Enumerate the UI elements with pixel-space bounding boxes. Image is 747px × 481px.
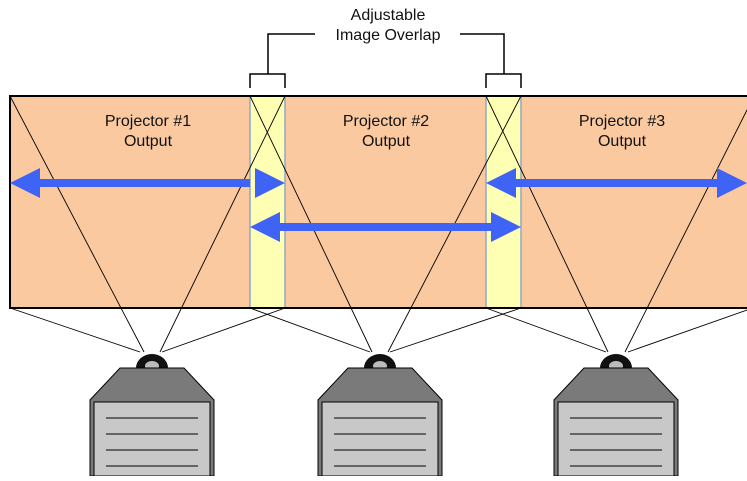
projector-3 [553,354,679,477]
projector-3-label: Projector #3 Output [552,112,692,152]
overlap-label-line2: Image Overlap [335,27,441,44]
projector-3-label-line1: Projector #3 [578,113,666,130]
projector-face [321,401,439,477]
projection-screen-border [9,95,747,309]
overlap-band-right [486,96,521,308]
projection-screen [10,96,747,308]
overlap-band-left [250,96,285,308]
overlap-label: Adjustable Image Overlap [316,6,460,46]
overlap-bracket [249,33,522,88]
projector-2 [317,354,443,477]
projector-1 [89,354,215,477]
overlap-label-line1: Adjustable [350,7,426,24]
projector-3-label-line2: Output [597,133,647,150]
projector-2-label-line2: Output [361,133,411,150]
projector-2-label-line1: Projector #2 [342,113,430,130]
arrow-projector-2 [250,212,521,242]
overlap-band-edges [249,96,522,308]
projector-face [557,401,675,477]
width-arrows [10,168,747,242]
arrow-projector-1 [10,168,285,198]
projector-2-label: Projector #2 Output [316,112,456,152]
projector-1-label-line2: Output [123,133,173,150]
projector-1-label-line1: Projector #1 [104,113,192,130]
arrow-projector-3 [486,168,747,198]
projector-1-label: Projector #1 Output [78,112,218,152]
projector-face [93,401,211,477]
